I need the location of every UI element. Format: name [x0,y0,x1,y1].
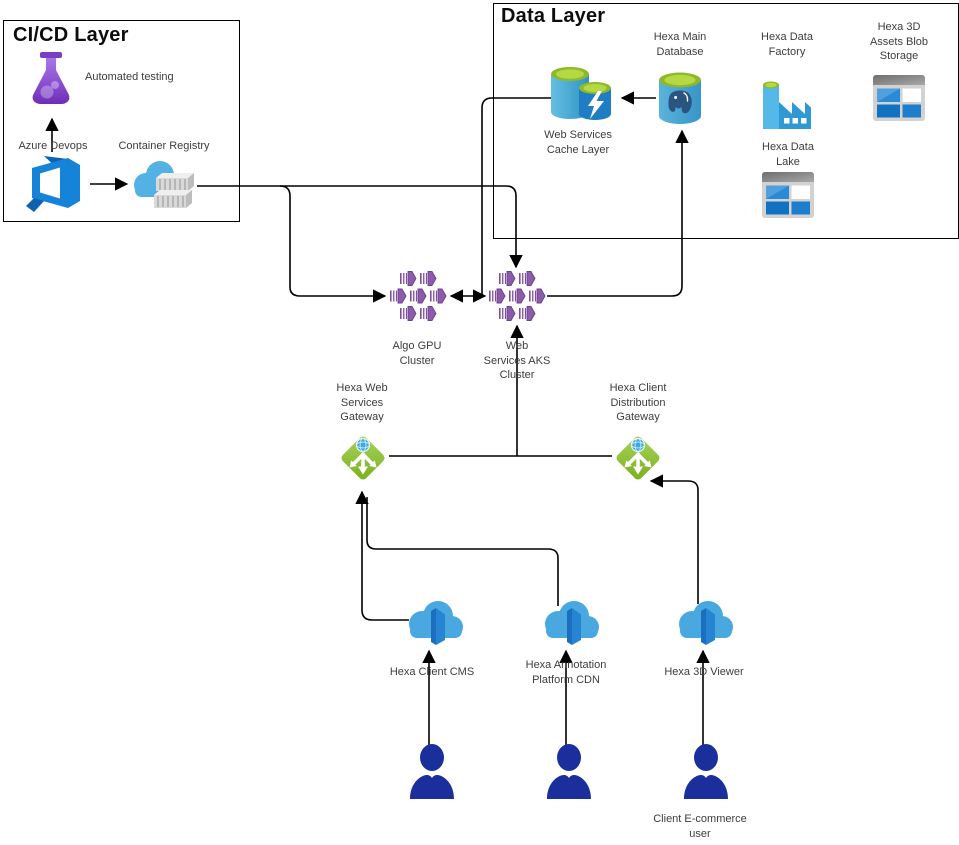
azure-devops-icon [26,156,80,212]
node-hexa-data-factory [761,77,813,132]
container-registry-label: Container Registry [118,140,210,152]
application-gateway-icon [616,436,660,480]
algo-gpu-cluster-label: Algo GPU Cluster [392,340,442,367]
user-icon [684,744,728,799]
node-automated-testing [25,52,77,110]
blob-storage-icon [873,75,925,121]
data-layer-title: Data Layer [501,5,606,27]
node-hexa-3d-viewer [672,594,736,652]
hexa-annotation-platform-cdn-label: Hexa Annotation Platform CDN [525,659,607,686]
data-lake-icon [762,172,814,218]
hexa-client-distribution-gateway-label: Hexa Client Distribution Gateway [609,382,667,424]
postgresql-database-icon [659,72,701,124]
node-web-services-aks-cluster [489,271,546,321]
cdn-cloud-icon [545,601,599,645]
flask-icon [32,52,70,104]
web-services-cache-layer-label: Web Services Cache Layer [544,129,612,156]
node-hexa-3d-assets-blob-storage [873,75,925,121]
hexa-main-database-label: Hexa Main Database [653,31,707,58]
node-user-ecommerce [681,743,731,800]
node-hexa-annotation-platform-cdn [538,594,602,652]
node-user-annotation [544,743,594,800]
node-hexa-client-distribution-gateway [612,432,664,484]
hexa-3d-viewer-label: Hexa 3D Viewer [664,666,744,678]
hexa-data-factory-label: Hexa Data Factory [761,31,813,58]
node-hexa-web-services-gateway [337,432,389,484]
cicd-layer-box [3,20,240,222]
node-hexa-client-cms [402,594,466,652]
user-icon [410,744,454,799]
hexa-3d-assets-blob-storage-label: Hexa 3D Assets Blob Storage [869,21,929,63]
node-container-registry [130,158,194,212]
node-algo-gpu-cluster [390,271,447,321]
cdn-cloud-icon [679,601,733,645]
hexa-client-cms-label: Hexa Client CMS [389,666,475,678]
azure-devops-label: Azure Devops [18,140,88,152]
container-registry-icon [134,161,194,208]
cdn-cloud-icon [409,601,463,645]
node-hexa-data-lake [762,172,814,218]
web-services-aks-cluster-label: Web Services AKS Cluster [483,340,551,382]
hexa-data-lake-label: Hexa Data Lake [762,141,814,168]
application-gateway-icon [341,436,385,480]
cicd-layer-title: CI/CD Layer [13,24,129,46]
node-user-cms [407,743,457,800]
user-icon [547,744,591,799]
kubernetes-cluster-icon [390,271,447,321]
data-factory-icon [763,81,811,129]
client-ecommerce-user-label: Client E-commerce user [653,813,747,840]
node-azure-devops [18,154,82,214]
hexa-web-services-gateway-label: Hexa Web Services Gateway [336,382,388,424]
kubernetes-cluster-icon [489,271,546,321]
node-web-services-cache-layer [549,62,617,126]
automated-testing-label: Automated testing [85,71,174,83]
node-hexa-main-database [657,70,705,128]
database-cache-icon [551,67,611,120]
